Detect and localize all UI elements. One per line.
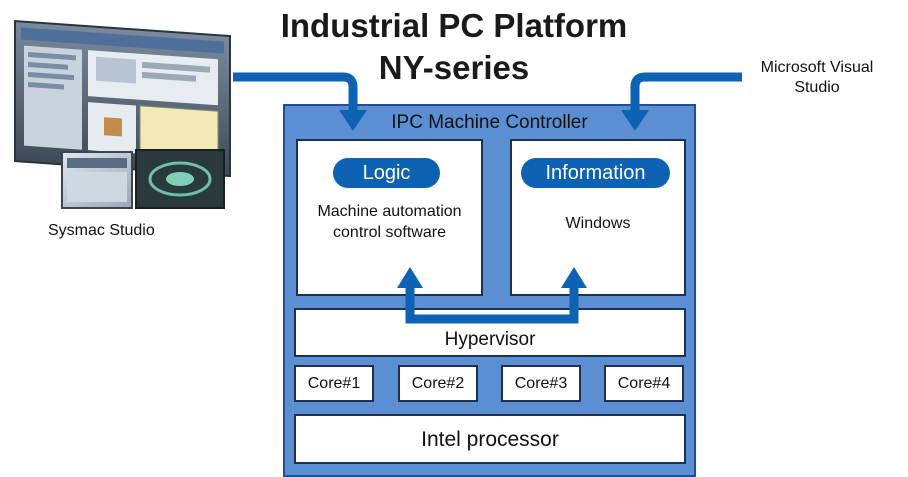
logic-badge: Logic: [333, 158, 440, 188]
information-description: Windows: [565, 215, 631, 232]
sysmac-studio-screenshot-image: [14, 19, 231, 209]
hypervisor-label: Hypervisor: [444, 329, 536, 350]
visual-studio-label: Microsoft Visual Studio: [760, 59, 874, 96]
visual-studio-arrowhead: [621, 110, 649, 131]
core-2-box: Core#2: [398, 365, 478, 402]
sysmac-arrowhead: [339, 110, 367, 131]
logic-description: Machine automation control software: [317, 203, 462, 241]
ipc-controller-title: IPC Machine Controller: [391, 112, 588, 133]
logic-information-link-arrow: [405, 285, 579, 324]
core-1-box: Core#1: [294, 365, 374, 402]
core-4-box: Core#4: [604, 365, 684, 402]
information-badge: Information: [521, 158, 670, 188]
diagram-title-line1: Industrial PC Platform: [280, 7, 628, 44]
intel-processor-panel: [294, 414, 686, 464]
logic-arrowhead: [397, 267, 423, 288]
information-arrowhead: [561, 267, 587, 288]
sysmac-to-controller-arrow: [233, 72, 358, 112]
intel-processor-label: Intel processor: [421, 428, 559, 451]
diagram-title-line2: NY-series: [378, 49, 530, 86]
visual-studio-to-controller-arrow: [630, 72, 742, 112]
core-3-box: Core#3: [501, 365, 581, 402]
sysmac-studio-label: Sysmac Studio: [48, 222, 155, 239]
